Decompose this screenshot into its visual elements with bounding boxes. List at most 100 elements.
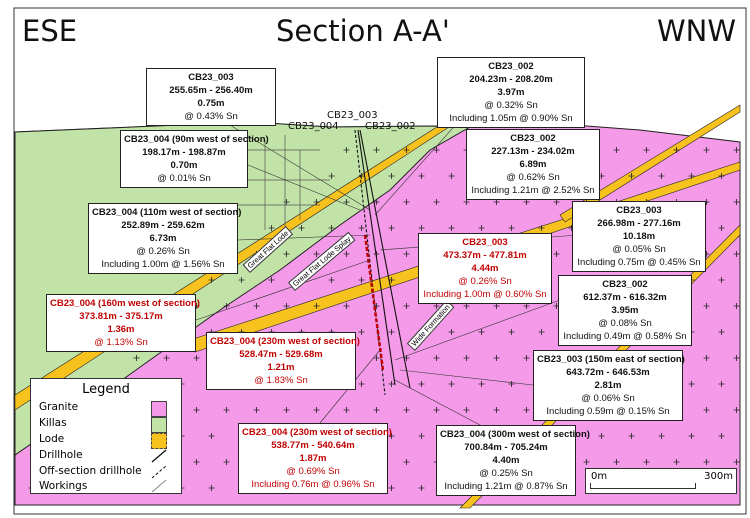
- granite-cross-mark: [718, 173, 725, 179]
- granite-cross-mark: [433, 199, 440, 205]
- granite-cross-mark: [283, 251, 290, 257]
- granite-cross-mark: [283, 407, 290, 413]
- granite-cross-mark: [358, 225, 365, 231]
- granite-cross-mark: [433, 355, 440, 361]
- drillhole-label-cb23-002: CB23_002: [365, 121, 416, 132]
- intercept-including: Including 1.05m @ 0.90% Sn: [449, 113, 573, 124]
- granite-cross-mark: [688, 381, 695, 387]
- intercept-including: Including 1.21m @ 0.87% Sn: [444, 481, 568, 492]
- granite-cross-mark: [538, 329, 545, 335]
- granite-cross-mark: [208, 485, 215, 491]
- intercept-grade: @ 0.43% Sn: [184, 111, 238, 122]
- legend-drillhole: Drillhole: [39, 449, 83, 461]
- lode-swatch: [151, 433, 167, 449]
- granite-cross-mark: [673, 459, 680, 465]
- drillhole-line-icon: [151, 449, 167, 463]
- drillhole-label-cb23-004: CB23_004: [288, 121, 339, 132]
- granite-cross-mark: [658, 433, 665, 439]
- granite-swatch: [151, 401, 167, 417]
- intercept-width: 3.95m: [611, 305, 639, 316]
- granite-cross-mark: [718, 433, 725, 439]
- intercept-hole: CB23_004 (230m west of section): [242, 427, 392, 438]
- granite-cross-mark: [358, 173, 365, 179]
- intercept-grade: @ 0.05% Sn: [612, 244, 666, 255]
- granite-cross-mark: [268, 225, 275, 231]
- granite-cross-mark: [268, 277, 275, 283]
- granite-cross-mark: [403, 303, 410, 309]
- scale-start: 0m: [591, 471, 608, 482]
- intercept-hole: CB23_004 (300m west of section): [440, 429, 590, 440]
- granite-cross-mark: [688, 173, 695, 179]
- granite-cross-mark: [718, 225, 725, 231]
- intercept-interval: 198.17m - 198.87m: [142, 147, 226, 158]
- granite-cross-mark: [418, 173, 425, 179]
- intercept-width: 2.81m: [594, 380, 622, 391]
- granite-cross-mark: [283, 303, 290, 309]
- intercept-grade: @ 0.06% Sn: [581, 393, 635, 404]
- granite-cross-mark: [388, 329, 395, 335]
- granite-cross-mark: [478, 225, 485, 231]
- granite-cross-mark: [328, 173, 335, 179]
- intercept-hole: CB23_003 (150m east of section): [537, 354, 685, 365]
- granite-cross-mark: [193, 459, 200, 465]
- intercept-hole: CB23_004 (110m west of section): [92, 207, 242, 218]
- granite-cross-mark: [343, 407, 350, 413]
- intercept-grade: @ 0.32% Sn: [484, 100, 538, 111]
- granite-cross-mark: [553, 251, 560, 257]
- intercept-hole: CB23_002: [602, 279, 648, 290]
- granite-cross-mark: [643, 147, 650, 153]
- granite-cross-mark: [613, 459, 620, 465]
- legend-lode: Lode: [39, 433, 65, 445]
- intercept-box: CB23_004 (230m west of section) 538.77m -…: [238, 423, 392, 494]
- intercept-interval: 255.65m - 256.40m: [169, 85, 253, 96]
- granite-cross-mark: [553, 199, 560, 205]
- granite-cross-mark: [583, 459, 590, 465]
- granite-cross-mark: [658, 173, 665, 179]
- direction-right: WNW: [656, 14, 736, 48]
- intercept-interval: 266.98m - 277.16m: [597, 218, 681, 229]
- granite-cross-mark: [643, 459, 650, 465]
- granite-cross-mark: [733, 459, 740, 465]
- granite-cross-mark: [688, 433, 695, 439]
- granite-cross-mark: [343, 199, 350, 205]
- intercept-width: 3.97m: [497, 87, 525, 98]
- granite-cross-mark: [703, 407, 710, 413]
- intercept-width: 6.89m: [519, 159, 547, 170]
- granite-cross-mark: [508, 225, 515, 231]
- intercept-interval: 643.72m - 646.53m: [566, 367, 650, 378]
- intercept-box: CB23_004 (110m west of section)252.89m -…: [88, 203, 242, 274]
- legend: Legend Granite Killas Lode Drillhole Off…: [30, 378, 182, 494]
- intercept-width: 4.40m: [492, 455, 520, 466]
- intercept-grade: @ 0.08% Sn: [598, 318, 652, 329]
- intercept-interval: 227.13m - 234.02m: [491, 146, 575, 157]
- granite-cross-mark: [703, 303, 710, 309]
- intercept-width: 1.87m: [299, 453, 327, 464]
- intercept-grade: @ 1.83% Sn: [254, 375, 308, 386]
- granite-cross-mark: [133, 355, 140, 361]
- scale-bar: 0m 300m: [585, 468, 737, 494]
- granite-cross-mark: [418, 433, 425, 439]
- intercept-width: 6.73m: [149, 233, 177, 244]
- granite-cross-mark: [478, 329, 485, 335]
- intercept-interval: 204.23m - 208.20m: [469, 74, 553, 85]
- intercept-including: Including 1.21m @ 2.52% Sn: [471, 185, 595, 196]
- intercept-interval: 538.77m - 540.64m: [271, 440, 355, 451]
- granite-cross-mark: [388, 225, 395, 231]
- granite-cross-mark: [373, 355, 380, 361]
- granite-cross-mark: [208, 433, 215, 439]
- legend-off-section-drillhole: Off-section drillhole: [39, 465, 142, 477]
- intercept-width: 4.44m: [471, 263, 499, 274]
- granite-cross-mark: [403, 407, 410, 413]
- granite-cross-mark: [538, 225, 545, 231]
- scale-end: 300m: [704, 471, 733, 482]
- granite-cross-mark: [433, 303, 440, 309]
- intercept-hole: CB23_002: [510, 133, 556, 144]
- section-title: Section A-A': [276, 14, 450, 48]
- intercept-width: 1.21m: [267, 362, 295, 373]
- granite-cross-mark: [733, 407, 740, 413]
- granite-cross-mark: [283, 199, 290, 205]
- granite-cross-mark: [238, 277, 245, 283]
- granite-cross-mark: [328, 277, 335, 283]
- granite-cross-mark: [403, 251, 410, 257]
